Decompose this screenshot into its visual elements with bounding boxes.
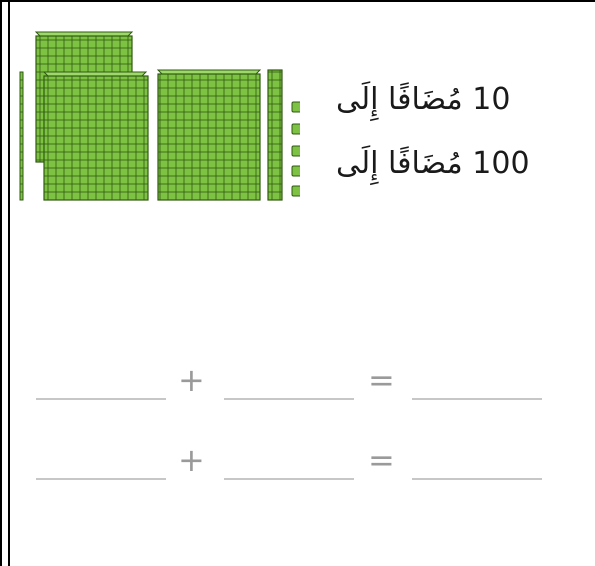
hundred-flat [44, 72, 148, 200]
equals-sign: = [368, 444, 395, 476]
prompt-number: 10 [472, 82, 510, 117]
unit-cube [292, 124, 300, 134]
prompt-100-added-to: 100 مُضَافًا إِلَى [336, 146, 530, 182]
answer-blank-addend-2[interactable] [224, 398, 354, 400]
equals-sign: = [368, 364, 395, 396]
prompt-number: 100 [472, 146, 529, 181]
plus-sign: + [178, 364, 205, 396]
base-ten-blocks [0, 0, 300, 215]
hundred-flat [158, 70, 260, 200]
prompt-10-added-to: 10 مُضَافًا إِلَى [336, 82, 510, 118]
unit-cube [292, 186, 300, 196]
answer-blank-sum[interactable] [412, 398, 542, 400]
plus-sign: + [178, 444, 205, 476]
answer-blank-addend-2[interactable] [224, 478, 354, 480]
partial-hundred-flat-left [20, 72, 23, 200]
ten-rod [268, 70, 282, 200]
answer-blank-addend-1[interactable] [36, 398, 166, 400]
unit-cube [292, 146, 300, 156]
prompt-phrase: مُضَافًا إِلَى [336, 146, 463, 181]
unit-cube [292, 102, 300, 112]
answer-blank-sum[interactable] [412, 478, 542, 480]
prompt-phrase: مُضَافًا إِلَى [336, 82, 463, 117]
unit-cube [292, 166, 300, 176]
answer-blank-addend-1[interactable] [36, 478, 166, 480]
